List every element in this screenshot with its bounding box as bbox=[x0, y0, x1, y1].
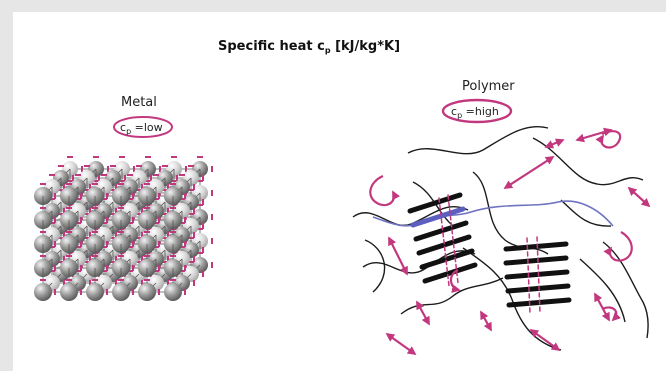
title-main: Specific heat c bbox=[218, 39, 325, 54]
lattice-atom bbox=[138, 283, 156, 301]
crystalline-stack-lower bbox=[503, 236, 572, 315]
lattice-atom bbox=[164, 283, 182, 301]
lattice-atom bbox=[60, 283, 78, 301]
lattice-atom bbox=[34, 283, 52, 301]
metal-badge-text: cp =low bbox=[120, 121, 163, 136]
title-unit: [kJ/kg*K] bbox=[331, 39, 400, 54]
polymer-badge-oval bbox=[441, 98, 513, 124]
lattice-atom bbox=[112, 283, 130, 301]
polymer-badge-text: cp =high bbox=[451, 105, 499, 120]
specific-heat-diagram: Specific heat cp [kJ/kg*K] Metal cp =low… bbox=[34, 39, 651, 356]
lattice-atom bbox=[86, 283, 104, 301]
polymer-label: Polymer bbox=[462, 79, 515, 94]
metal-label: Metal bbox=[121, 95, 157, 110]
vibration-arrows bbox=[385, 127, 651, 356]
metal-crystal-lattice bbox=[34, 156, 213, 301]
rotation-arrows bbox=[369, 130, 633, 322]
title-subscript: p bbox=[325, 46, 331, 55]
crystalline-stack-upper bbox=[407, 192, 478, 287]
polymer-chains bbox=[352, 126, 649, 351]
figure-panel: Specific heat cp [kJ/kg*K] Metal cp =low… bbox=[13, 12, 666, 371]
polymer-network bbox=[352, 126, 651, 356]
diagram-title: Specific heat cp [kJ/kg*K] bbox=[218, 39, 400, 55]
metal-badge-oval bbox=[113, 116, 173, 138]
